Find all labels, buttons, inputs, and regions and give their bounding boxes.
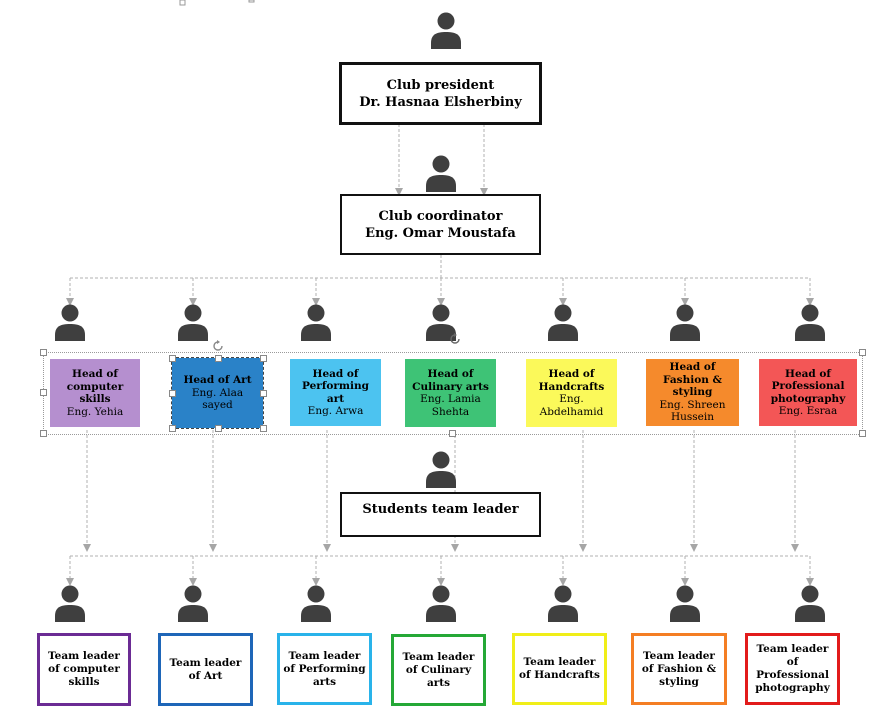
head-box-computer-skills[interactable]: Head of computer skills Eng. Yehia [50,359,140,427]
resize-handle[interactable] [260,390,267,397]
team-leader-box-art[interactable]: Team leader of Art [158,633,253,706]
resize-handle[interactable] [169,355,176,362]
person-icon [301,304,331,341]
team-leader-box-handcrafts[interactable]: Team leader of Handcrafts [512,633,607,705]
person-icon [426,585,456,622]
resize-handle[interactable] [169,425,176,432]
head-title: Head of Culinary arts [412,368,489,393]
resize-handle[interactable] [859,349,866,356]
resize-handle[interactable] [215,425,222,432]
person-icon [670,304,700,341]
president-box[interactable]: Club president Dr. Hasnaa Elsherbiny [339,62,542,125]
person-icon [178,585,208,622]
resize-handle[interactable] [40,349,47,356]
head-name: Eng. Abdelhamid [539,393,604,418]
rotate-handle-icon[interactable] [212,340,224,352]
head-name: Eng. Arwa [307,405,364,417]
head-box-handcrafts[interactable]: Head of Handcrafts Eng. Abdelhamid [526,359,617,427]
team-leader-label: Team leader of Fashion & styling [641,649,717,688]
person-icon [426,155,456,192]
person-icon [795,585,825,622]
president-name: Dr. Hasnaa Elsherbiny [359,94,522,110]
person-icon [795,304,825,341]
person-icon [301,585,331,622]
head-name: Eng. Lamia Shehta [420,393,481,418]
person-icon [426,451,456,488]
head-name: Eng. Alaa sayed [191,386,244,412]
team-leader-label: Team leader of Culinary arts [402,650,475,689]
head-box-professional-photography[interactable]: Head of Professional photography Eng. Es… [759,359,857,426]
person-icon [426,304,456,341]
head-title: Head of Art [183,374,252,387]
rotate-handle-icon[interactable] [449,333,461,345]
students-team-leader-label: Students team leader [362,502,519,517]
resize-handle[interactable] [215,355,222,362]
team-leader-box-culinary-arts[interactable]: Team leader of Culinary arts [391,634,486,706]
person-icon [670,585,700,622]
team-leader-box-professional-photography[interactable]: Team leader of Professional photography [745,633,840,705]
team-leader-label: Team leader of Art [169,656,242,682]
head-box-performing-art[interactable]: Head of Performing art Eng. Arwa [290,359,381,426]
head-name: Eng. Esraa [778,405,838,417]
coordinator-role: Club coordinator [378,208,503,224]
head-box-art[interactable]: Head of Art Eng. Alaa sayed [171,357,264,429]
team-leader-box-performing-arts[interactable]: Team leader of Performing arts [277,633,372,705]
resize-handle[interactable] [449,430,456,437]
head-title: Head of computer skills [66,368,124,405]
team-leader-label: Team leader of computer skills [48,650,120,688]
person-icon [431,12,461,49]
team-leader-label: Team leader of Handcrafts [519,656,600,681]
resize-handle[interactable] [260,355,267,362]
head-name: Eng. Yehia [66,405,124,418]
head-title: Head of Handcrafts [538,368,605,393]
resize-handle[interactable] [859,430,866,437]
resize-handle[interactable] [169,390,176,397]
resize-handle[interactable] [40,389,47,396]
team-leader-box-computer-skills[interactable]: Team leader of computer skills [37,633,131,706]
head-title: Head of Fashion & styling [663,361,722,399]
team-leader-label: Team leader of Performing arts [283,649,366,688]
coordinator-name: Eng. Omar Moustafa [365,225,516,241]
head-title: Head of Professional photography [770,367,846,405]
resize-handle[interactable] [40,430,47,437]
person-icon [178,304,208,341]
head-name: Eng. Shreen Hussein [659,398,726,424]
head-box-fashion-styling[interactable]: Head of Fashion & styling Eng. Shreen Hu… [646,359,739,426]
students-team-leader-box[interactable]: Students team leader [340,492,541,537]
head-title: Head of Performing art [302,367,369,405]
resize-handle[interactable] [260,425,267,432]
person-icon [55,304,85,341]
person-icon [548,585,578,622]
person-icon [548,304,578,341]
head-box-culinary-arts[interactable]: Head of Culinary arts Eng. Lamia Shehta [405,359,496,427]
team-leader-box-fashion-styling[interactable]: Team leader of Fashion & styling [631,633,727,705]
team-leader-label: Team leader of Professional photography [755,643,830,694]
person-icon [55,585,85,622]
president-role: Club president [386,77,495,93]
coordinator-box[interactable]: Club coordinator Eng. Omar Moustafa [340,194,541,255]
